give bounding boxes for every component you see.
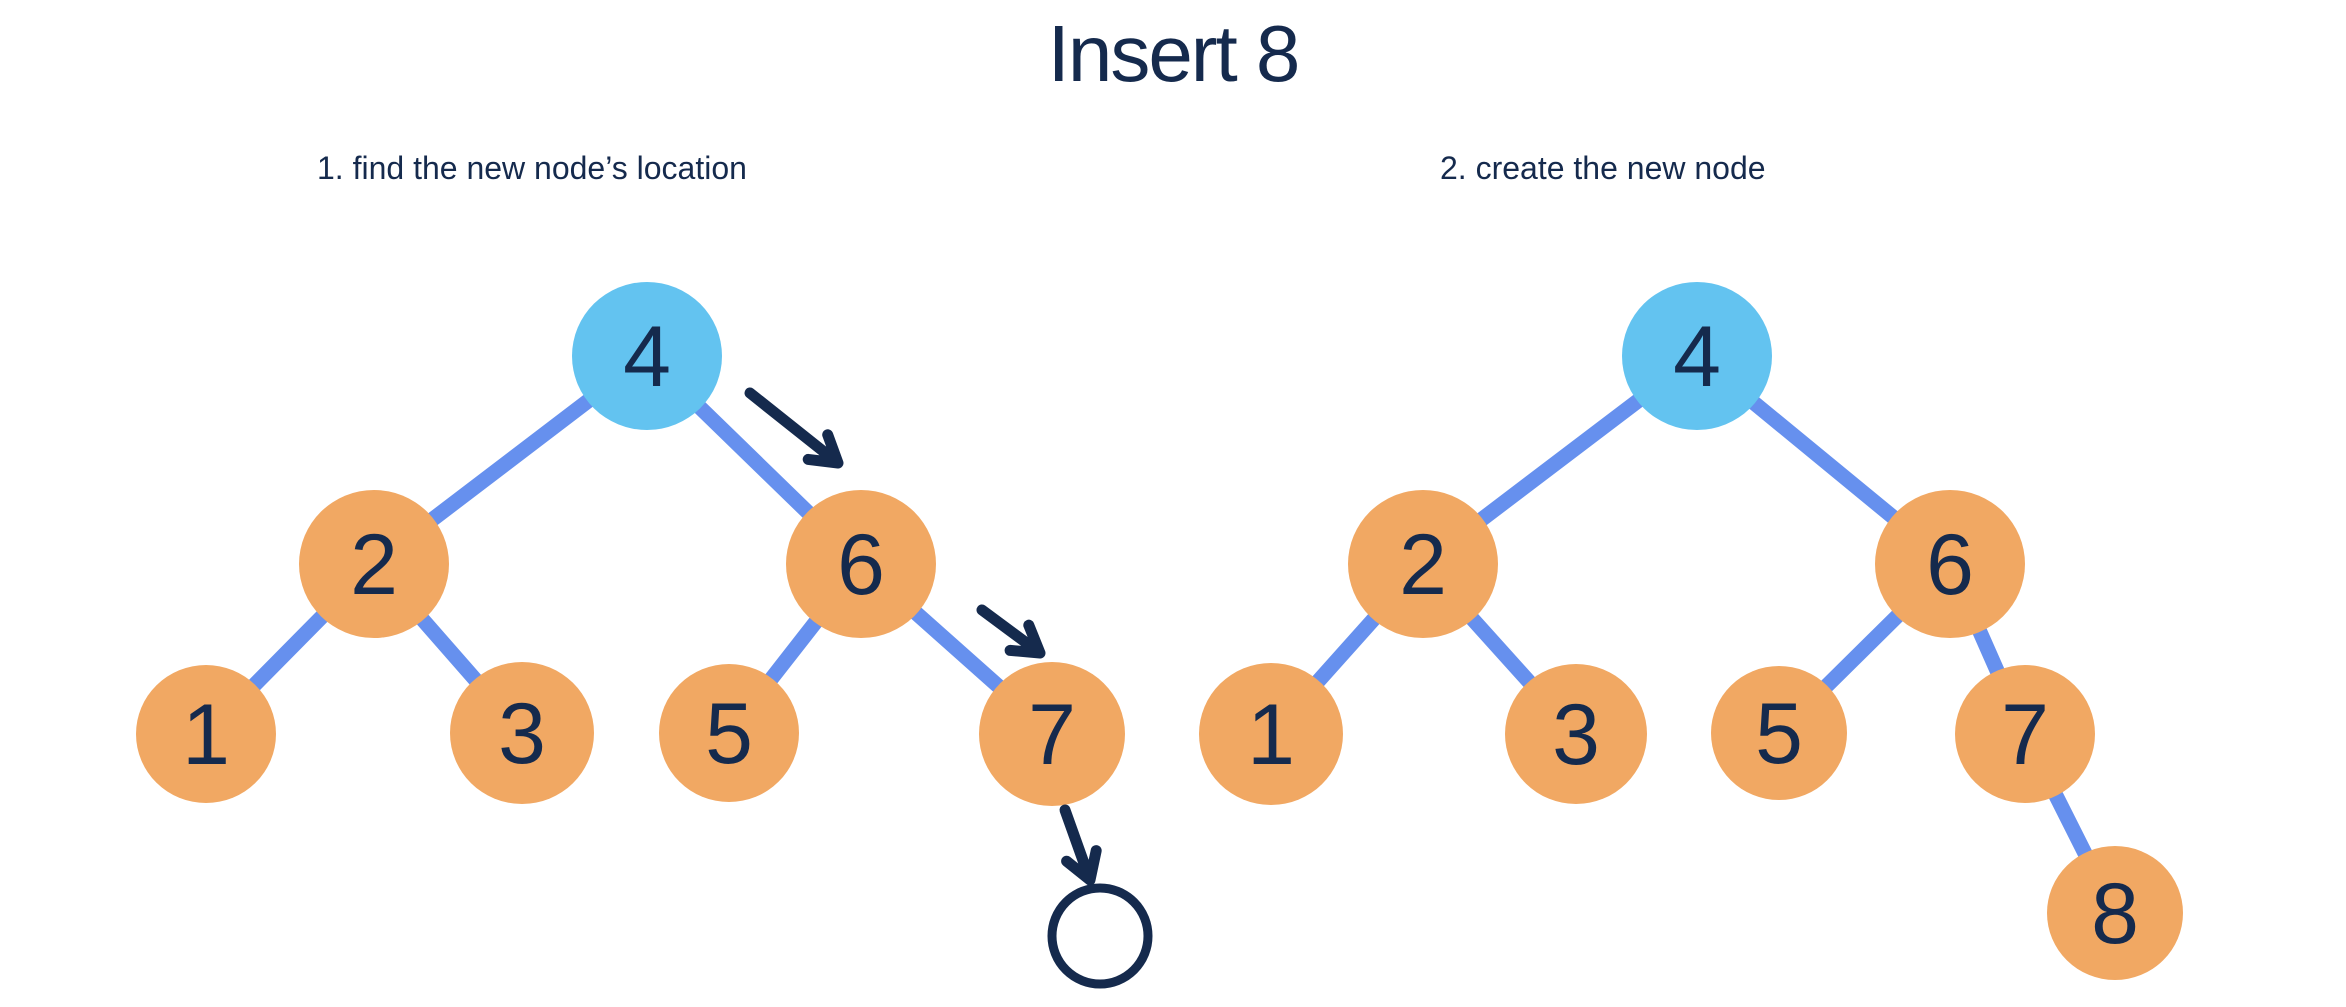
tree-node-2: 2 — [299, 490, 449, 638]
node-circle — [979, 662, 1125, 806]
node-value-label: 1 — [1247, 687, 1295, 783]
tree-node-8: 8 — [2047, 846, 2183, 980]
node-circle-highlighted — [1622, 282, 1772, 430]
node-circle — [1875, 490, 2025, 638]
node-value-label: 6 — [1926, 517, 1974, 613]
step2-caption: 2. create the new node — [1440, 150, 1766, 186]
node-circle — [786, 490, 936, 638]
tree-node-1: 1 — [1199, 663, 1343, 805]
tree-node-5: 5 — [1711, 666, 1847, 800]
node-circle — [1711, 666, 1847, 800]
node-value-label: 7 — [2001, 687, 2049, 783]
node-value-label: 3 — [498, 686, 546, 782]
node-circle — [1199, 663, 1343, 805]
traversal-arrow-icon — [744, 387, 844, 469]
node-circle — [1955, 665, 2095, 803]
tree-node-5: 5 — [659, 664, 799, 802]
node-value-label: 8 — [2091, 866, 2139, 962]
traversal-arrow-icon — [1059, 804, 1102, 886]
node-value-label: 5 — [705, 686, 753, 782]
node-circle-highlighted — [572, 282, 722, 430]
step1-tree: 4 2 6 1 3 5 7 — [136, 282, 1153, 989]
node-circle — [2047, 846, 2183, 980]
node-value-label: 4 — [623, 309, 671, 405]
tree-node-1: 1 — [136, 665, 276, 803]
new-node-placeholder-circle — [1047, 883, 1153, 989]
node-circle — [1348, 490, 1498, 638]
node-circle — [136, 665, 276, 803]
node-value-label: 2 — [350, 517, 398, 613]
node-value-label: 2 — [1399, 517, 1447, 613]
node-value-label: 5 — [1755, 686, 1803, 782]
node-value-label: 7 — [1028, 687, 1076, 783]
node-circle — [659, 664, 799, 802]
node-value-label: 6 — [837, 517, 885, 613]
node-value-label: 3 — [1552, 687, 1600, 783]
node-circle — [1505, 664, 1647, 804]
tree-node-3: 3 — [1505, 664, 1647, 804]
node-circle — [299, 490, 449, 638]
page-title: Insert 8 — [1047, 9, 1301, 98]
node-value-label: 4 — [1673, 309, 1721, 405]
tree-node-4: 4 — [572, 282, 722, 430]
tree-node-6: 6 — [786, 490, 936, 638]
node-circle — [450, 662, 594, 804]
step2-tree: 4 2 6 1 3 5 78 — [1199, 282, 2183, 980]
step1-caption: 1. find the new node’s location — [317, 150, 747, 186]
tree-node-7: 7 — [979, 662, 1125, 806]
tree-node-6: 6 — [1875, 490, 2025, 638]
node-value-label: 1 — [182, 687, 230, 783]
tree-node-2: 2 — [1348, 490, 1498, 638]
tree-node-4: 4 — [1622, 282, 1772, 430]
traversal-arrow-icon — [976, 604, 1046, 659]
tree-node-3: 3 — [450, 662, 594, 804]
tree-node-7: 7 — [1955, 665, 2095, 803]
